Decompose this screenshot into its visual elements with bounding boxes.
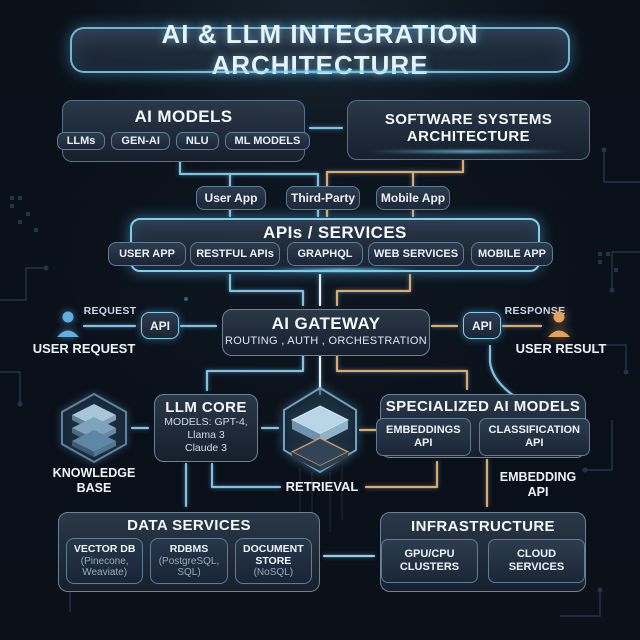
vector-db-name: VECTOR DB [73,543,136,556]
pill-restful-apis-label: RESTFUL APIs [196,248,274,260]
llm-core-models-line2: Llama 3 [187,429,225,442]
data-services-box: DATA SERVICES VECTOR DB (Pinecone, Weavi… [58,512,320,592]
cloud-services-line2: SERVICES [508,561,565,573]
embedding-api-label-line2: API [527,485,549,499]
pill-mobile-app: Mobile App [376,186,450,210]
pill-user-app-label: User App [204,191,258,205]
llm-core-models-line3: Claude 3 [184,442,228,455]
ai-gateway-subtitle: ROUTING , AUTH , ORCHESTRATION [225,335,427,347]
response-api-pill: API [463,312,501,339]
diagram-title: AI & LLM INTEGRATION ARCHITECTURE [161,19,479,80]
rdbms-card: RDBMS (PostgreSQL, SQL) [150,538,228,584]
person-icon [548,311,570,337]
pill-api-user-app-label: USER APP [119,248,175,260]
specialized-ai-models-box: SPECIALIZED AI MODELS EMBEDDINGS API CLA… [375,394,591,458]
ai-gateway-title: AI GATEWAY [271,314,381,333]
pill-graphql-label: GRAPHQL [297,248,353,260]
response-api-label: API [471,318,492,333]
document-store-name: DOCUMENT STORE [242,543,304,568]
glow-accent [140,70,500,73]
user-request-label: USER REQUEST [32,341,136,356]
llm-core-box: LLM CORE MODELS: GPT-4, Llama 3 Claude 3 [154,394,258,462]
pill-web-services-label: WEB SERVICES [373,248,459,260]
diagram-title-box: AI & LLM INTEGRATION ARCHITECTURE [70,19,570,80]
llm-core-models-line1: MODELS: GPT-4, [164,416,248,428]
glow-accent [368,150,568,153]
rdbms-detail: (PostgreSQL, SQL) [158,555,220,579]
pill-classification-api: CLASSIFICATION API [478,418,591,456]
ai-gateway-box: AI GATEWAY ROUTING , AUTH , ORCHESTRATIO… [222,309,430,356]
pill-web-services: WEB SERVICES [368,242,464,266]
data-services-title: DATA SERVICES [127,517,251,534]
pill-api-mobile-app: MOBILE APP [471,242,553,266]
pill-mobile-app-label: Mobile App [380,191,446,205]
pill-api-mobile-app-label: MOBILE APP [477,248,547,260]
pill-ml-models: ML MODELS [224,132,311,150]
pill-third-party: Third-Party [286,186,360,210]
gpu-cpu-line2: CLUSTERS [399,561,460,573]
gpu-cpu-line1: GPU/CPU [404,548,455,561]
software-systems-box: SOFTWARE SYSTEMS ARCHITECTURE [347,100,590,160]
document-store-detail: (NoSQL) [253,567,294,579]
knowledge-base-label-line2: BASE [76,481,112,495]
request-api-pill: API [141,312,179,339]
llm-core-title: LLM CORE [165,399,247,416]
specialized-pill-row: EMBEDDINGS API CLASSIFICATION API [375,418,591,456]
classification-api-line1: CLASSIFICATION [488,424,581,437]
document-store-card: DOCUMENT STORE (NoSQL) [234,538,312,584]
pill-gpu-cpu-clusters: GPU/CPU CLUSTERS [381,539,478,583]
software-systems-title-line2: ARCHITECTURE [406,128,531,145]
ai-models-box: AI MODELS LLMs GEN-AI NLU ML MODELS [56,100,311,162]
embedding-api-label-line1: EMBEDDING [499,470,577,484]
pill-third-party-label: Third-Party [290,191,355,205]
pill-embeddings-api: EMBEDDINGS API [375,418,471,456]
response-arrow-label: RESPONSE [504,305,566,317]
pill-nlu: NLU [175,132,219,150]
rdbms-name: RDBMS [169,543,209,556]
knowledge-base-label-line1: KNOWLEDGE [52,466,136,480]
vector-db-card: VECTOR DB (Pinecone, Weaviate) [66,538,144,584]
pill-gen-ai: GEN-AI [111,132,170,150]
pill-cloud-services: CLOUD SERVICES [488,539,585,583]
request-arrow-label: REQUEST [83,305,137,317]
infrastructure-pill-row: GPU/CPU CLUSTERS CLOUD SERVICES [381,539,585,583]
classification-api-line2: API [525,437,544,449]
infrastructure-box: INFRASTRUCTURE GPU/CPU CLUSTERS CLOUD SE… [380,512,586,592]
cloud-services-line1: CLOUD [516,548,557,561]
embeddings-api-line1: EMBEDDINGS [385,424,461,437]
pill-api-user-app: USER APP [108,242,186,266]
retrieval-label: RETRIEVAL [285,479,359,494]
specialized-title: SPECIALIZED AI MODELS [385,398,581,415]
pill-graphql: GRAPHQL [287,242,363,266]
vector-db-detail: (Pinecone, Weaviate) [80,555,129,579]
software-systems-title-line1: SOFTWARE SYSTEMS [384,111,553,128]
person-icon [57,311,79,337]
ai-models-pill-row: LLMs GEN-AI NLU ML MODELS [56,132,311,150]
glow-accent [260,268,420,272]
request-api-label: API [149,318,170,333]
ai-models-title: AI MODELS [134,107,233,126]
database-stack-icon [61,392,127,464]
pill-restful-apis: RESTFUL APIs [190,242,280,266]
user-result-label: USER RESULT [515,341,607,356]
embeddings-api-line2: API [414,437,433,449]
data-services-row: VECTOR DB (Pinecone, Weaviate) RDBMS (Po… [59,538,319,584]
infrastructure-title: INFRASTRUCTURE [411,518,555,535]
pill-llms: LLMs [56,132,106,150]
pill-user-app: User App [196,186,266,210]
layered-cube-icon [283,386,357,474]
apis-services-title: APIs / SERVICES [263,223,407,242]
